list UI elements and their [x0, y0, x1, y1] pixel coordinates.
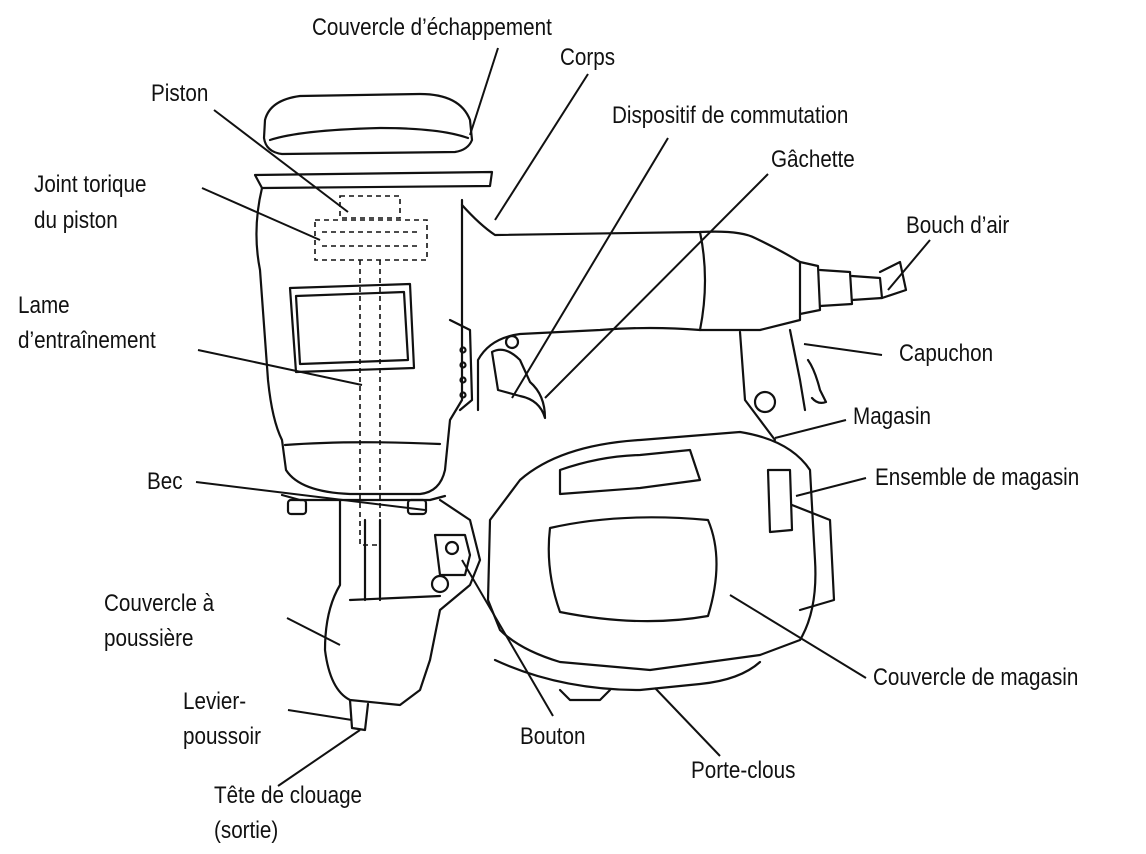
label-bouton: Bouton — [520, 723, 586, 750]
leader-couvercle-poussiere — [286, 617, 341, 646]
leader-capuchon — [803, 343, 883, 356]
label-dispositif-commutation: Dispositif de commutation — [612, 102, 849, 129]
exhaust-cover-shape — [262, 92, 474, 156]
driving-head-shape — [348, 698, 370, 732]
label-joint-torique-line1: Joint torique — [34, 171, 147, 198]
label-ensemble-magasin: Ensemble de magasin — [875, 464, 1080, 491]
piston-o-ring-hidden — [314, 219, 428, 261]
air-plug-shape — [798, 260, 822, 316]
leader-magasin — [774, 419, 847, 439]
label-bec: Bec — [147, 468, 183, 495]
leader-lame — [197, 349, 363, 386]
cylinder-body-shape — [255, 186, 464, 496]
label-porte-clous: Porte-clous — [691, 757, 796, 784]
label-piston: Piston — [151, 80, 209, 107]
label-bouch-air: Bouch d’air — [906, 212, 1010, 239]
nail-holder-shape — [493, 658, 762, 692]
label-lame-line1: Lame — [18, 292, 70, 319]
handle-shape — [460, 203, 802, 412]
magazine-shape — [486, 430, 817, 672]
label-joint-torique-line2: du piston — [34, 207, 118, 234]
label-couvercle-magasin: Couvercle de magasin — [873, 664, 1079, 691]
leader-couvercle-echappement — [469, 47, 499, 136]
label-tete-clouage-line2: (sortie) — [214, 817, 279, 844]
button-shape — [433, 533, 472, 577]
leader-piston — [213, 109, 349, 213]
leader-dispositif — [511, 137, 669, 399]
label-magasin: Magasin — [853, 403, 932, 430]
piston-hidden — [339, 195, 401, 219]
leader-corps — [494, 73, 589, 221]
leader-bouton — [461, 559, 554, 717]
label-lame-line2: d’entraînement — [18, 327, 156, 354]
trigger-shape — [490, 348, 547, 420]
label-tete-clouage-line1: Tête de clouage — [214, 782, 363, 809]
leader-bec — [195, 481, 426, 511]
leader-gachette — [544, 173, 769, 399]
leader-ensemble — [795, 477, 867, 497]
label-levier-line2: poussoir — [183, 723, 262, 750]
leader-levier — [287, 709, 353, 721]
label-gachette: Gâchette — [771, 146, 855, 173]
label-corps: Corps — [560, 44, 616, 71]
leader-couvercle-magasin — [729, 594, 867, 679]
leader-bouch-air — [887, 239, 931, 291]
label-capuchon: Capuchon — [899, 340, 994, 367]
label-levier-line1: Levier- — [183, 688, 247, 715]
leader-joint — [201, 187, 321, 241]
label-couvercle-poussiere-line2: poussière — [104, 625, 194, 652]
label-couvercle-poussiere-line1: Couvercle à — [104, 590, 215, 617]
leader-tete — [277, 729, 361, 787]
leader-porte-clous — [654, 687, 721, 757]
label-couvercle-echappement: Couvercle d’échappement — [312, 14, 552, 41]
nose-shape — [323, 498, 482, 707]
